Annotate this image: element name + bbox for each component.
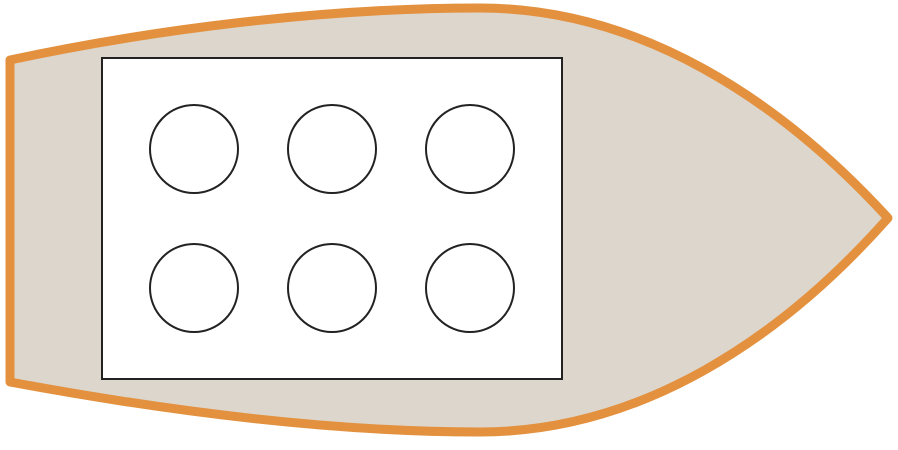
seat-r2-c1	[149, 243, 239, 333]
seat-r1-c2	[287, 104, 377, 194]
seat-r2-c2	[287, 243, 377, 333]
seat-r1-c1	[149, 104, 239, 194]
seat-grid	[149, 104, 515, 333]
seat-r1-c3	[425, 104, 515, 194]
seat-r2-c3	[425, 243, 515, 333]
